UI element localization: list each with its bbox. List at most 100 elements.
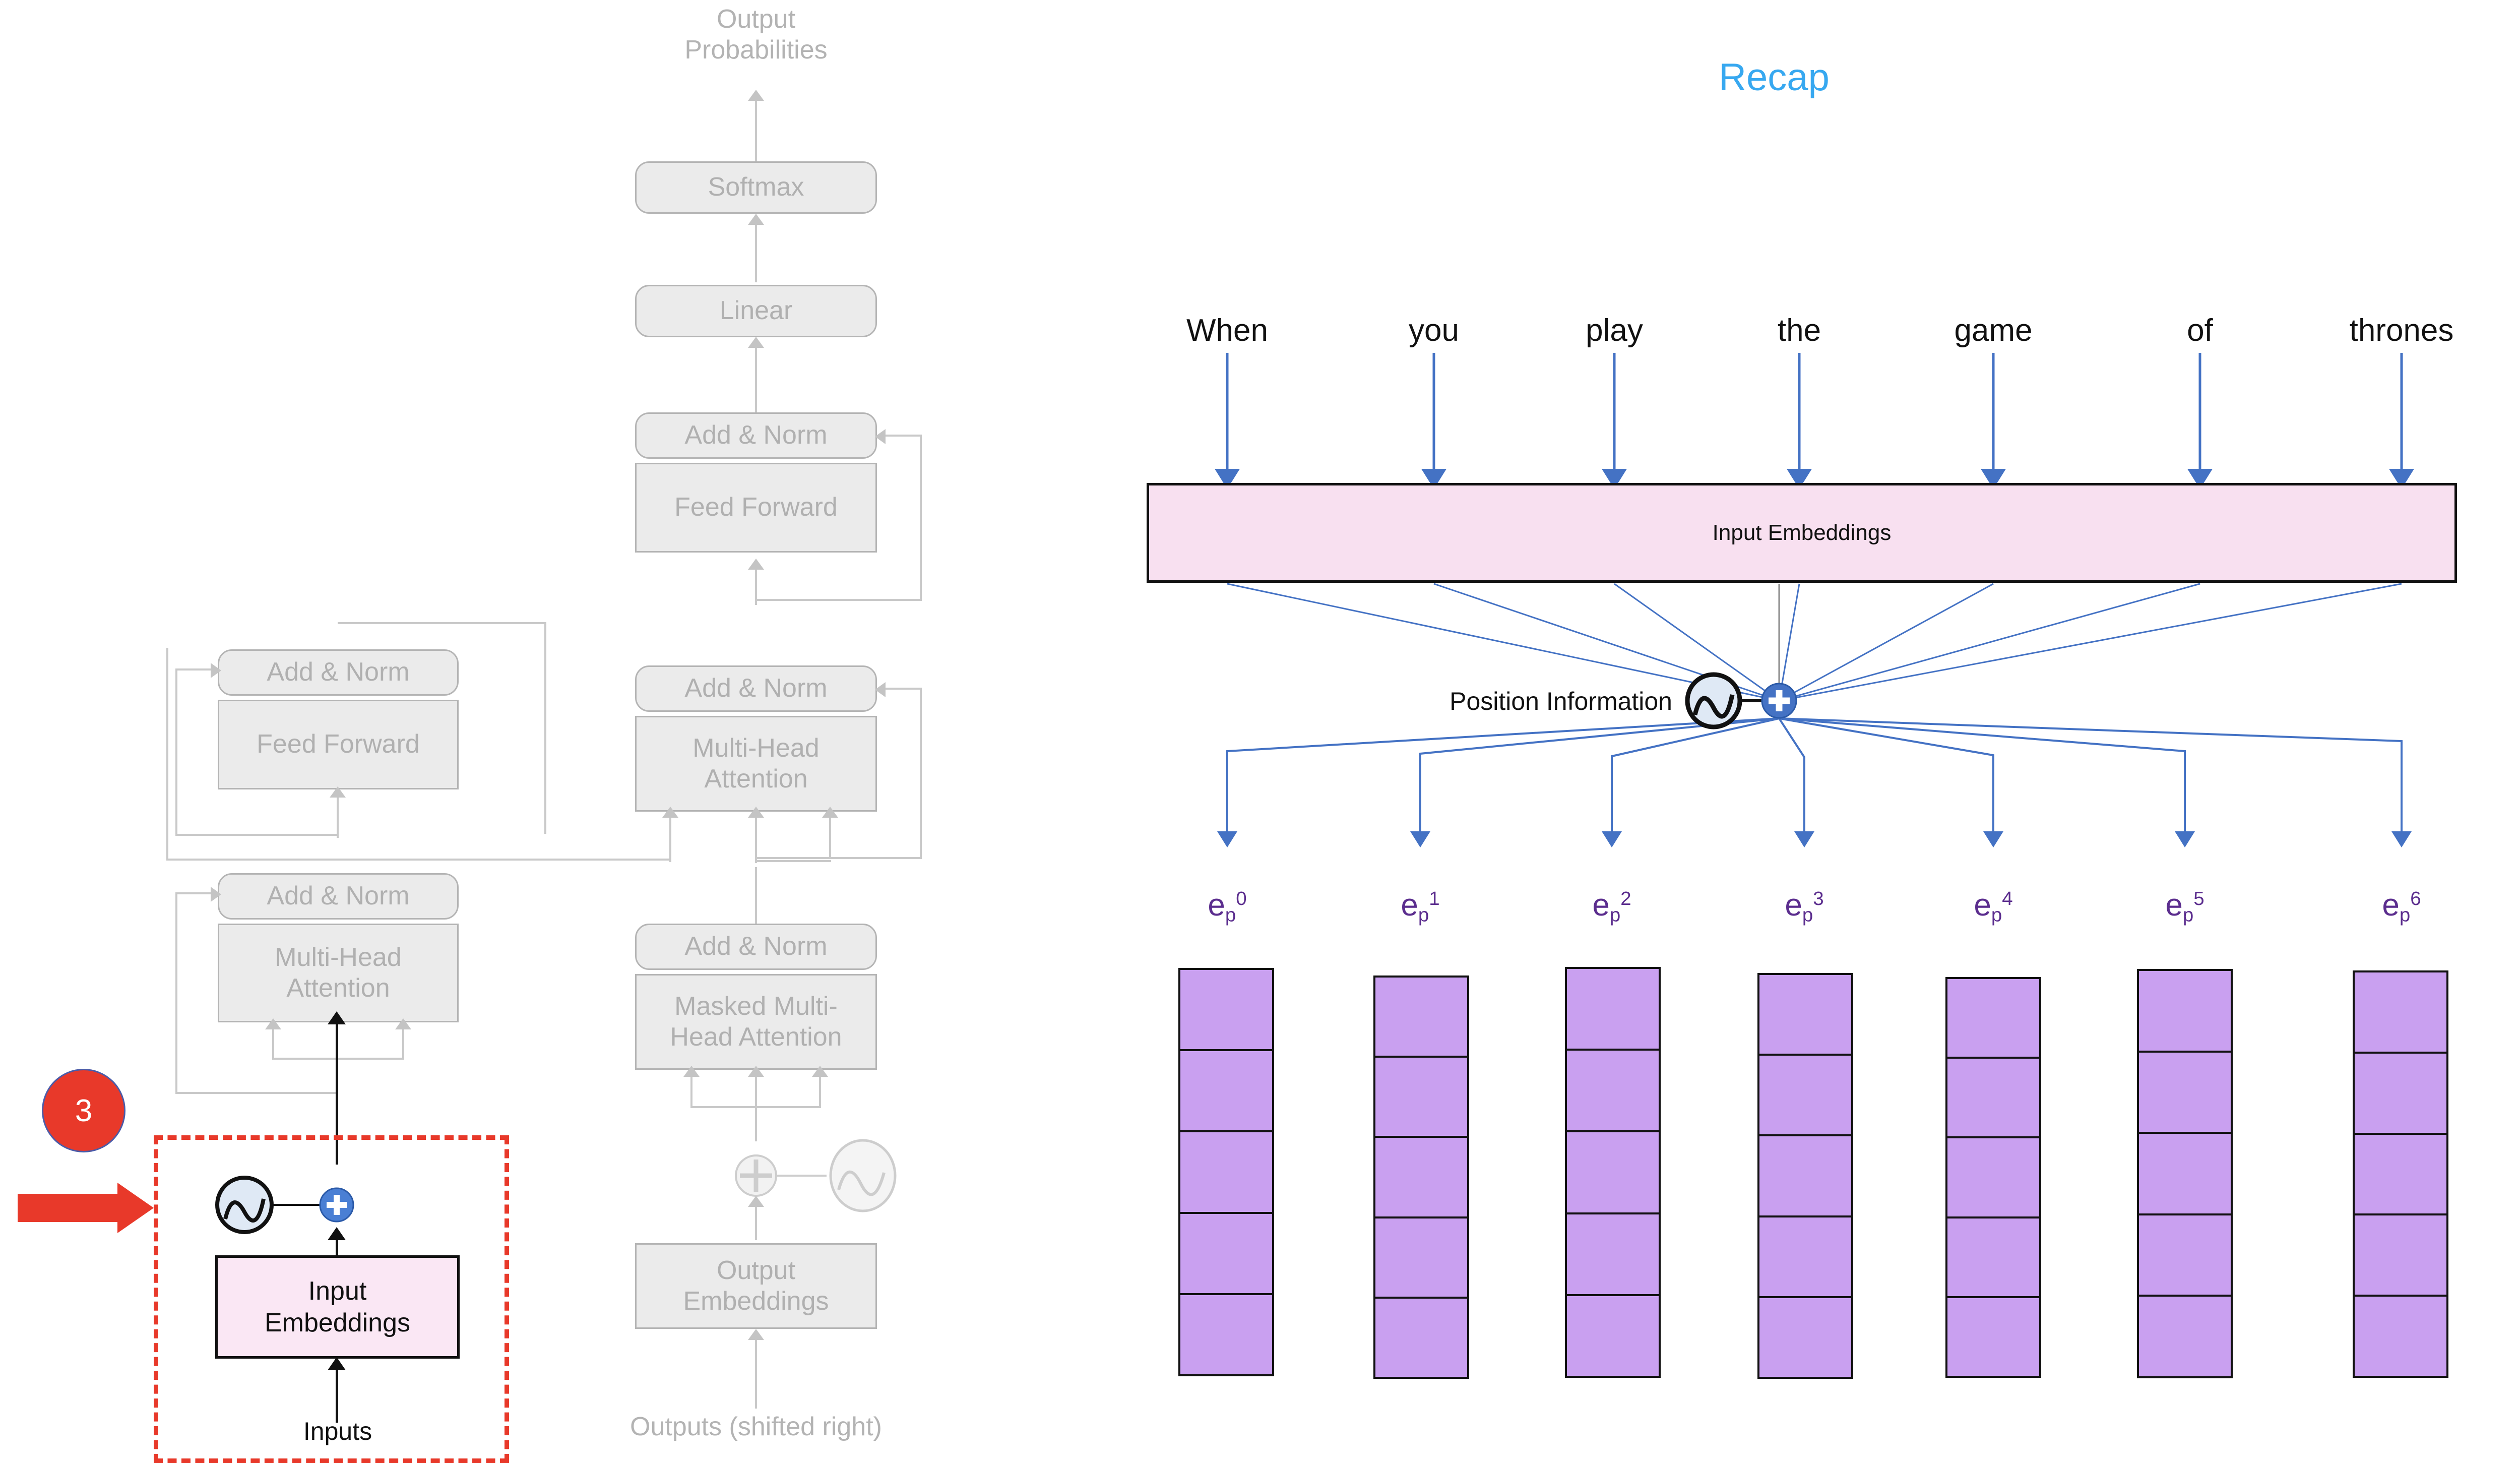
- ep-label-5: ep5: [2165, 887, 2204, 926]
- inputs-label: Inputs: [303, 1417, 372, 1445]
- vector-cell: [2139, 1134, 2231, 1215]
- vector-cell: [2139, 1053, 2231, 1134]
- residual-line: [920, 688, 922, 859]
- positional-vector-column-1: [1373, 976, 1469, 1379]
- vector-cell: [1180, 970, 1272, 1052]
- flow-line: [669, 813, 671, 862]
- ep-label-0: ep0: [1208, 887, 1247, 926]
- flow-line: [272, 1058, 404, 1060]
- flow-line: [690, 1106, 821, 1108]
- flow-line: [755, 217, 757, 282]
- residual-line: [756, 857, 922, 859]
- vector-cell: [2355, 1054, 2446, 1135]
- sine-wave-icon: [829, 1139, 897, 1212]
- flow-arrow: [265, 1018, 281, 1029]
- positional-vector-column-5: [2137, 969, 2233, 1378]
- vector-cell: [1759, 975, 1851, 1056]
- flow-arrow: [683, 1066, 700, 1077]
- flow-arrow-dark: [328, 1227, 346, 1240]
- residual-line: [338, 622, 546, 624]
- vector-cell: [1375, 1058, 1467, 1138]
- plus-circle-icon: [735, 1154, 777, 1197]
- flow-arrow-dark: [328, 1357, 346, 1370]
- flow-line: [402, 1023, 404, 1060]
- encoder-to-decoder-line: [166, 859, 670, 861]
- flow-arrow: [748, 1329, 764, 1340]
- flow-line: [337, 791, 339, 838]
- vector-cell: [1375, 978, 1467, 1058]
- flow-arrow: [662, 807, 678, 818]
- residual-arrow: [211, 887, 221, 902]
- flow-line: [755, 565, 757, 605]
- ep-label-4: ep4: [1974, 887, 2013, 926]
- plus-circle-icon: [1761, 683, 1797, 719]
- residual-line: [879, 435, 922, 437]
- residual-line: [175, 892, 177, 1094]
- ep-label-1: ep1: [1401, 887, 1440, 926]
- vector-cell: [1947, 1298, 2039, 1376]
- encoder-to-decoder-line: [166, 648, 168, 860]
- flow-line: [755, 340, 757, 413]
- vector-cell: [1759, 1056, 1851, 1137]
- recap-title: Recap: [1719, 56, 1830, 99]
- residual-arrow: [211, 663, 221, 678]
- sentence-word-5: of: [2187, 313, 2213, 348]
- decoder-add-norm-2: Add & Norm: [635, 665, 877, 712]
- flow-arrow: [748, 1066, 764, 1077]
- flow-line: [829, 813, 831, 857]
- decoder-feed-forward-box: Feed Forward: [635, 463, 877, 553]
- residual-arrow: [875, 429, 886, 444]
- position-information-label: Position Information: [1450, 687, 1672, 715]
- vector-cell: [1567, 1214, 1659, 1296]
- sentence-word-6: thrones: [2349, 313, 2454, 348]
- decoder-linear-box: Linear: [635, 285, 877, 337]
- vector-cell: [2139, 1215, 2231, 1297]
- vector-cell: [1567, 969, 1659, 1051]
- flow-line: [272, 1023, 274, 1060]
- vector-cell: [1567, 1051, 1659, 1133]
- residual-line: [175, 1092, 338, 1094]
- positional-vector-column-3: [1757, 973, 1853, 1379]
- flow-line: [819, 1071, 821, 1107]
- vector-cell: [1375, 1218, 1467, 1299]
- vector-cell: [1180, 1214, 1272, 1295]
- flow-line: [755, 1333, 757, 1409]
- vector-cell: [1180, 1295, 1272, 1374]
- callout-arrow-shaft: [18, 1194, 123, 1222]
- vector-cell: [1947, 979, 2039, 1059]
- flow-line: [690, 1071, 692, 1107]
- positional-vector-column-4: [1945, 977, 2041, 1378]
- vector-cell: [2139, 971, 2231, 1053]
- residual-line: [177, 892, 212, 894]
- input-embeddings-box-highlighted: Input Embeddings: [215, 1255, 460, 1359]
- vector-cell: [1759, 1136, 1851, 1217]
- residual-line: [175, 834, 338, 836]
- residual-line: [879, 688, 922, 690]
- decoder-add-norm-3: Add & Norm: [635, 412, 877, 459]
- vector-cell: [2355, 1297, 2446, 1376]
- flow-arrow: [748, 90, 764, 101]
- residual-line: [920, 435, 922, 601]
- positional-vector-column-6: [2353, 970, 2448, 1378]
- flow-line: [755, 813, 757, 863]
- flow-line: [755, 867, 757, 928]
- vector-cell: [2139, 1297, 2231, 1376]
- vector-cell: [1375, 1138, 1467, 1218]
- sentence-word-1: you: [1409, 313, 1459, 348]
- residual-line: [544, 622, 546, 834]
- encoder-multi-head-attention-box: Multi-Head Attention: [218, 924, 459, 1022]
- flow-arrow: [748, 214, 764, 225]
- callout-arrow-head: [117, 1183, 154, 1233]
- vector-cell: [1947, 1138, 2039, 1218]
- residual-arrow: [875, 682, 886, 697]
- sine-wave-icon: [1685, 672, 1742, 729]
- sentence-word-2: play: [1586, 313, 1643, 348]
- residual-line: [756, 599, 922, 601]
- positional-vector-column-2: [1565, 967, 1661, 1378]
- vector-cell: [1759, 1217, 1851, 1298]
- sentence-word-4: game: [1954, 313, 2033, 348]
- flow-arrow: [822, 807, 838, 818]
- sentence-word-0: When: [1186, 313, 1268, 348]
- vector-cell: [2355, 1215, 2446, 1297]
